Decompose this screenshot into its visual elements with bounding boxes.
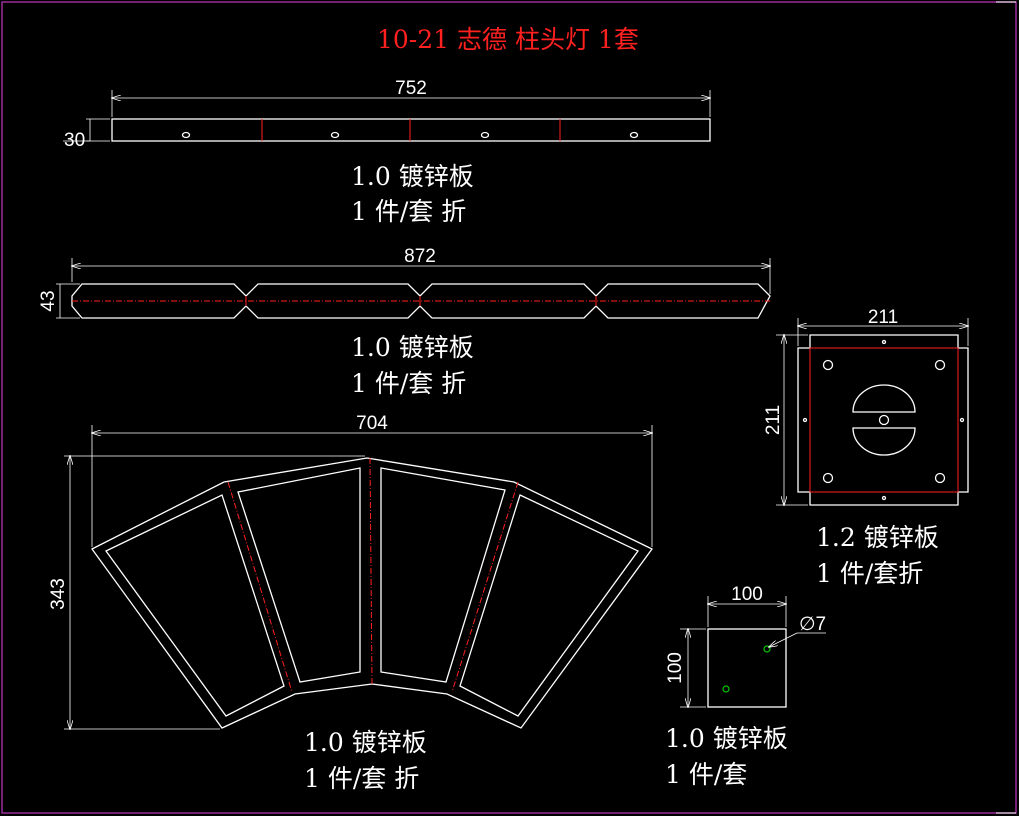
- part1-outline: [111, 118, 711, 142]
- part5-hole-leader: [769, 632, 798, 647]
- part4-corner-hole: [822, 472, 834, 484]
- part4-corner-hole: [934, 472, 946, 484]
- part3-window-2: [237, 467, 361, 683]
- part5-spec-material: 1.0 镀锌板: [665, 724, 788, 753]
- part5-hole-label: ∅7: [799, 614, 826, 635]
- part3-width-label: 704: [356, 413, 388, 434]
- part1-hole: [330, 131, 340, 139]
- part1-spec-qty: 1 件/套 折: [351, 197, 466, 226]
- part4-center-hole: [878, 414, 890, 426]
- part1-height-label: 30: [64, 130, 85, 151]
- part5-outline: [707, 628, 787, 708]
- part3-outer-outline: [91, 457, 653, 729]
- part3-height-label: 343: [48, 578, 69, 610]
- part3-fold-line: [451, 481, 519, 693]
- part4-half-opening-top: [852, 384, 916, 413]
- part2-width-label: 872: [404, 246, 436, 267]
- part3-spec-material: 1.0 镀锌板: [304, 728, 427, 757]
- part4-fold-outline: [809, 347, 959, 493]
- drawing-title: 10-21 志德 柱头灯 1套: [377, 25, 639, 54]
- part4-width-label: 211: [868, 307, 898, 328]
- part1-strip: 752 30 1.0 镀锌板 1 件/套 折: [63, 78, 710, 226]
- part3-window-4: [459, 494, 639, 717]
- part4-spec-material: 1.2 镀锌板: [816, 523, 939, 552]
- part3-fold-line: [227, 481, 293, 693]
- part3-window-3: [380, 467, 506, 683]
- part2-height-label: 43: [38, 290, 59, 311]
- part3-fold-line: [369, 457, 373, 685]
- part4-spec-qty: 1 件/套折: [816, 559, 923, 588]
- part3-spec-qty: 1 件/套 折: [304, 764, 419, 793]
- part2-spec-material: 1.0 镀锌板: [351, 333, 474, 362]
- part5-hole: [722, 685, 730, 693]
- part3-window-1: [105, 494, 285, 717]
- part1-hole: [629, 131, 639, 139]
- part5-small-plate: ∅7 100 100 1.0 镀锌板 1 件/套: [665, 584, 826, 789]
- part1-spec-material: 1.0 镀锌板: [351, 162, 474, 191]
- part4-half-opening-bottom: [852, 427, 916, 456]
- part3-fan-panel: 704 343 1.0 镀锌板 1 件/套 折: [48, 413, 652, 793]
- part4-square-plate: 211 211 1.2 镀锌板 1 件/套折: [763, 307, 968, 588]
- part2-strip: 872 43 1.0 镀锌板 1 件/套 折: [38, 246, 770, 398]
- part1-hole: [181, 131, 191, 139]
- part4-corner-hole: [822, 359, 834, 371]
- part5-spec-qty: 1 件/套: [665, 760, 747, 789]
- part2-spec-qty: 1 件/套 折: [351, 369, 466, 398]
- part1-hole: [480, 131, 490, 139]
- part1-width-label: 752: [395, 78, 427, 99]
- part4-corner-hole: [934, 359, 946, 371]
- part5-height-label: 100: [665, 652, 686, 684]
- part5-width-label: 100: [731, 584, 763, 605]
- part4-height-label: 211: [763, 405, 784, 435]
- part2-outline: [71, 283, 771, 319]
